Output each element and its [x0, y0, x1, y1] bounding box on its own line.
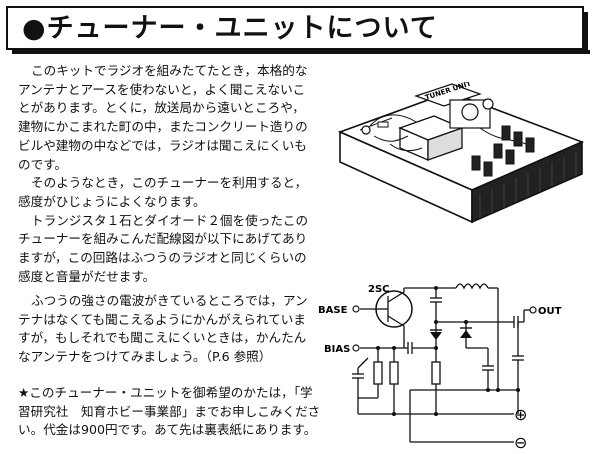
component	[361, 125, 371, 135]
out-label: OUT	[538, 306, 562, 317]
terminal	[493, 143, 503, 159]
title-text: チューナー・ユニットについて	[46, 13, 438, 44]
trimmer	[482, 98, 494, 110]
text-line: い。代金は900円です。あて先は裏表紙にあります。	[18, 422, 317, 438]
text-line: そのようなとき，このチューナーを利用すると，	[31, 175, 308, 191]
title-bullet: ●	[22, 13, 47, 44]
text-line: トランジスタ１石とダイオード２個を使ったこの	[31, 212, 309, 228]
terminal	[505, 149, 515, 165]
terminal	[513, 131, 523, 147]
text-line: ★このチューナー・ユニットを御希望のかたは，「学	[18, 385, 313, 400]
title-box: ●チューナー・ユニットについて	[6, 6, 590, 54]
capacitor-side	[427, 127, 463, 161]
bias-label: BIAS	[324, 344, 350, 355]
terminals	[471, 125, 535, 177]
junctions	[376, 286, 520, 416]
base-label: BASE	[318, 305, 348, 316]
transistor	[375, 290, 413, 328]
page-title: ●チューナー・ユニットについて	[22, 14, 438, 44]
text-line: 感度と音量がだせます。	[18, 268, 156, 284]
resistor	[377, 121, 389, 128]
text-line: 感度がひじょうによくなります。	[18, 193, 206, 209]
circuit-wires	[352, 283, 530, 443]
base-terminal	[352, 305, 360, 313]
text-line: 習研究社 知育ホビー事業部」までお申しこみくださ	[18, 403, 321, 419]
terminal	[483, 161, 493, 177]
title-box-shadow-right	[584, 12, 588, 52]
terminal	[471, 155, 481, 171]
text-line: なアンテナをつけてみましょう。（P.6 参照）	[18, 349, 272, 365]
transistor-label: 2SC	[368, 284, 390, 295]
circuit-diagram: BASE BIAS 2SC OUT ⊕ ⊖	[318, 283, 562, 452]
body-text-wide: ふつうの強さの電波がきているところでは，アン テナはなくても聞こえるようにかんが…	[18, 292, 348, 367]
minus-terminal: ⊖	[514, 433, 527, 452]
text-line: チューナーを組みこんだ配線図が以下にあげてあり	[18, 231, 308, 247]
text-line: アンテナとアースを使わないと，よく聞こえないこ	[18, 81, 306, 97]
body-text-left: このキットでラジオを組みたてたとき，本格的な アンテナとアースを使わないと，よく…	[18, 62, 310, 286]
terminal	[501, 125, 511, 141]
diode-1	[430, 332, 442, 340]
text-line: のです。	[18, 156, 68, 172]
terminal	[525, 137, 535, 153]
bias-terminal	[352, 344, 360, 352]
text-line: ますが，この回路はふつうのラジオと同じくらいの	[18, 250, 307, 266]
coil	[461, 103, 479, 121]
tuner-unit-illustration: TUNER UNIT	[337, 82, 585, 224]
text-line: ふつうの強さの電波がきているところでは，アン	[31, 293, 308, 308]
text-line: すが，もしそれでも聞こえにくいときは，かんたん	[18, 330, 307, 346]
text-line: ビルや建物の中などでは，ラジオは聞こえにくいも	[18, 137, 307, 153]
text-line: このキットでラジオを組みたてたとき，本格的な	[31, 63, 308, 78]
order-note: ★このチューナー・ユニットを御希望のかたは，「学 習研究社 知育ホビー事業部」ま…	[18, 384, 593, 440]
title-box-shadow-bottom	[12, 50, 590, 54]
label-plate	[414, 83, 482, 107]
out-terminal	[529, 306, 537, 314]
diode-2	[460, 330, 472, 338]
plus-terminal: ⊕	[514, 405, 527, 424]
text-line: とがあります。とくに，放送局から遠いところや，	[18, 100, 305, 116]
board-side	[471, 140, 583, 224]
side-hatch	[479, 152, 577, 218]
text-line: テナはなくても聞こえるようにかんがえられていま	[18, 311, 306, 327]
text-line: 建物にかこまれた町の中，またコンクリート造りの	[18, 119, 308, 135]
